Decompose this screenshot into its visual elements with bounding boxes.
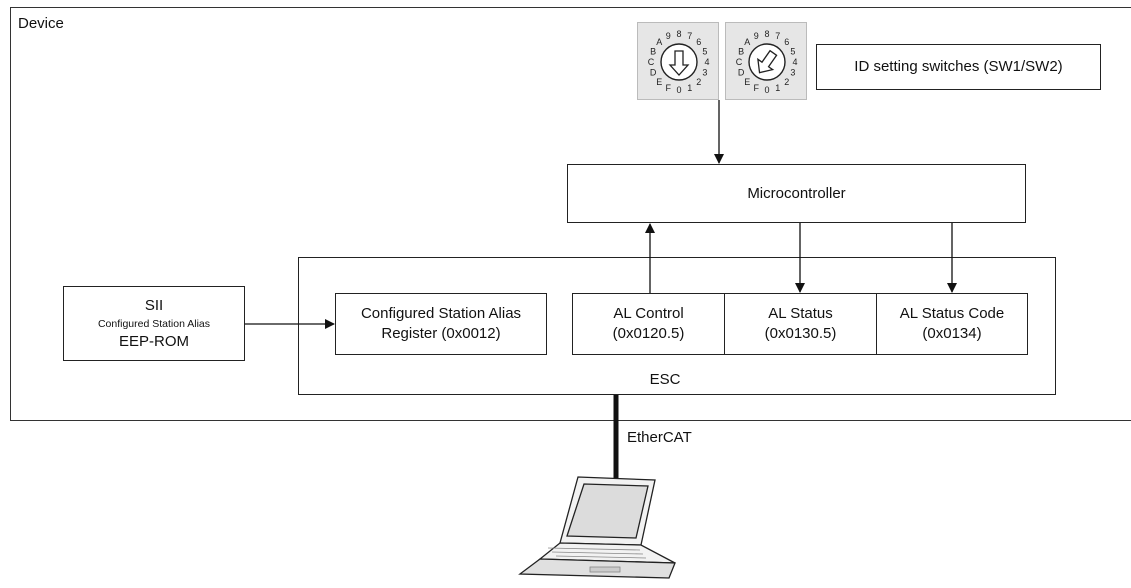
dial-digit: 7: [687, 31, 692, 41]
device-frame: [10, 7, 1131, 421]
dial-digit: 1: [687, 83, 692, 93]
dial-digit: D: [650, 68, 657, 78]
dial-digit: 3: [702, 68, 707, 78]
id-switches-label-box: ID setting switches (SW1/SW2): [816, 44, 1101, 90]
dial-digit: 1: [775, 83, 780, 93]
dial-digit: 0: [764, 85, 769, 95]
dial-digit: 7: [775, 31, 780, 41]
microcontroller-label: Microcontroller: [747, 184, 846, 202]
dial-digit: 4: [704, 57, 709, 67]
dial-digit: A: [744, 37, 750, 47]
register-line1: AL Status Code: [899, 305, 1005, 322]
dial-digit: 4: [792, 57, 797, 67]
register-line2: Register (0x0012): [381, 325, 501, 342]
dial-digit: B: [650, 46, 656, 56]
dial-digit: 2: [696, 77, 701, 87]
dial-digit: 6: [696, 37, 701, 47]
sii-title: SII: [144, 296, 164, 314]
dial-digit: A: [656, 37, 662, 47]
dial-digit: C: [736, 57, 743, 67]
id-switches-label: ID setting switches (SW1/SW2): [854, 58, 1063, 75]
dial-digit: 8: [676, 29, 681, 39]
dial-digit: 0: [676, 85, 681, 95]
dial-digit: 5: [702, 46, 707, 56]
dial-digit: D: [738, 68, 745, 78]
device-title: Device: [18, 15, 64, 32]
ethercat-label: EtherCAT: [627, 429, 692, 446]
microcontroller-box: Microcontroller: [567, 164, 1026, 223]
dial-digit: E: [744, 77, 750, 87]
register-line1: AL Status: [768, 305, 833, 322]
dial-digit: 9: [666, 31, 671, 41]
dial-digit: 5: [790, 46, 795, 56]
dial-digit: 9: [754, 31, 759, 41]
dial-digit: C: [648, 57, 655, 67]
dial-digit: B: [738, 46, 744, 56]
register-line1: Configured Station Alias: [360, 305, 522, 322]
esc-label: ESC: [649, 371, 681, 388]
laptop-icon: [518, 476, 676, 579]
register-al-status: AL Status (0x0130.5): [724, 293, 877, 355]
register-configured-station-alias: Configured Station Alias Register (0x001…: [335, 293, 547, 355]
register-al-status-code: AL Status Code (0x0134): [876, 293, 1028, 355]
register-al-control: AL Control (0x0120.5): [572, 293, 725, 355]
dial-digit: E: [656, 77, 662, 87]
sii-footer: EEP-ROM: [118, 332, 189, 350]
dial-digit: F: [754, 83, 760, 93]
dial-digit: 2: [784, 77, 789, 87]
register-line2: (0x0134): [922, 325, 982, 342]
dial-digit: 3: [790, 68, 795, 78]
sii-subtitle: Configured Station Alias: [97, 317, 211, 330]
register-line1: AL Control: [613, 305, 684, 322]
register-line2: (0x0120.5): [612, 325, 685, 342]
dial-digit: F: [666, 83, 672, 93]
register-line2: (0x0130.5): [764, 325, 837, 342]
sii-box: SII Configured Station Alias EEP-ROM: [63, 286, 245, 361]
dial-digit: 6: [784, 37, 789, 47]
dial-digit: 8: [764, 29, 769, 39]
